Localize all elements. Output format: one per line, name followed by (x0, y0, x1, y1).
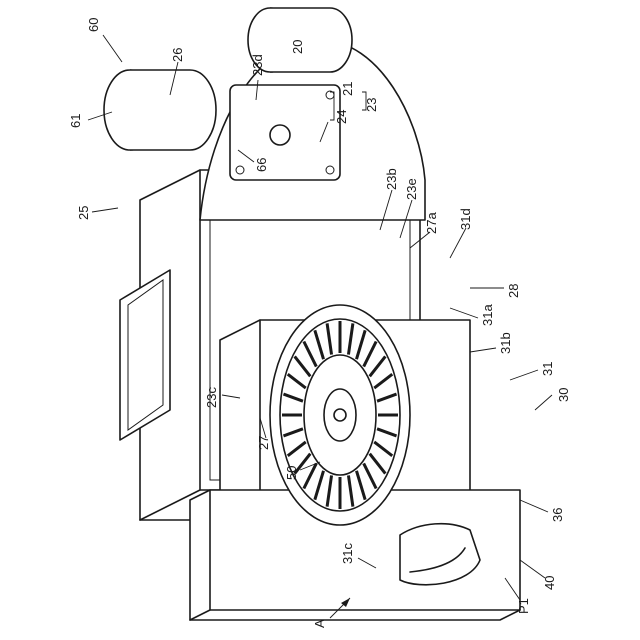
label-60: 60 (86, 18, 101, 32)
label-50: 50 (284, 466, 299, 480)
label-23d: 23d (250, 54, 265, 76)
label-31a: 31a (480, 304, 495, 326)
label-23c: 23c (204, 387, 219, 408)
label-40: 40 (542, 576, 557, 590)
label-23: 23 (364, 98, 379, 112)
label-27: 27 (256, 436, 271, 450)
label-28: 28 (506, 284, 521, 298)
label-36: 36 (550, 508, 565, 522)
label-26: 26 (170, 48, 185, 62)
label-23e: 23e (404, 178, 419, 200)
label-21: 21 (340, 82, 355, 96)
label-23b: 23b (384, 168, 399, 190)
fan-50 (270, 305, 410, 525)
label-31c: 31c (340, 543, 355, 564)
label-61: 61 (68, 114, 83, 128)
label-27a: 27a (424, 212, 439, 234)
label-31b: 31b (498, 332, 513, 354)
label-20: 20 (290, 40, 305, 54)
label-66: 66 (254, 158, 269, 172)
label-P1: P1 (516, 598, 531, 614)
duct-27 (120, 270, 170, 440)
label-31d: 31d (458, 208, 473, 230)
label-24: 24 (334, 110, 349, 124)
label-31: 31 (540, 362, 555, 376)
label-30: 30 (556, 388, 571, 402)
label-25: 25 (76, 206, 91, 220)
label-A: A (312, 619, 327, 628)
